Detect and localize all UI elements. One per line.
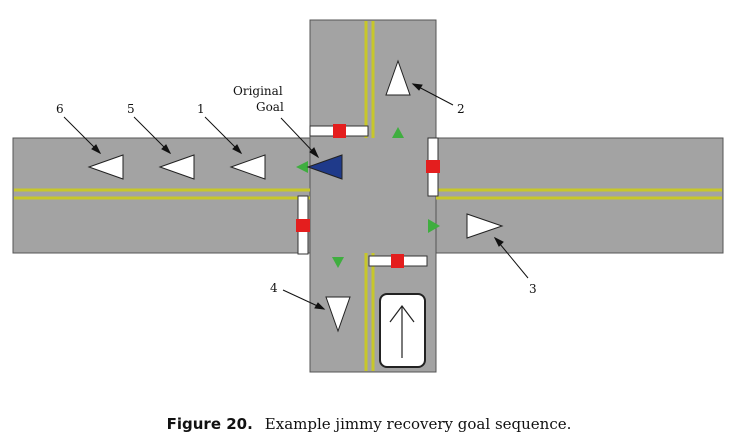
vehicle bbox=[379, 293, 426, 368]
label-goal-4: 4 bbox=[270, 281, 278, 295]
up-arrow-icon bbox=[389, 305, 415, 358]
leader-4-head bbox=[314, 302, 326, 310]
stop-bars bbox=[296, 124, 440, 268]
intersection-box bbox=[311, 139, 435, 252]
label-original-goal-line1: Original bbox=[233, 84, 283, 98]
goal-triangle-original bbox=[306, 154, 343, 180]
signal-north bbox=[333, 124, 346, 138]
leader-original-goal-head bbox=[309, 147, 320, 159]
figure-number: Figure 20. bbox=[166, 415, 253, 433]
label-goal-5: 5 bbox=[127, 102, 135, 116]
signal-west bbox=[296, 219, 310, 232]
roads bbox=[12, 19, 724, 373]
goal-triangle-4 bbox=[325, 296, 351, 333]
label-original-goal-line2: Goal bbox=[256, 100, 284, 114]
leader-1-head bbox=[232, 144, 243, 155]
goals bbox=[87, 59, 504, 333]
leader-lines bbox=[63, 83, 529, 310]
leader-3-head bbox=[493, 236, 504, 247]
green-marker-west bbox=[296, 161, 308, 173]
goal-triangle-1 bbox=[229, 154, 266, 180]
leader-6-head bbox=[91, 144, 102, 155]
center-lines bbox=[14, 21, 722, 371]
label-goal-6: 6 bbox=[56, 102, 64, 116]
labels: Original Goal 1 5 6 2 3 4 bbox=[56, 84, 537, 296]
figure-caption: Figure 20. Example jimmy recovery goal se… bbox=[0, 415, 738, 433]
leader-5-head bbox=[161, 144, 172, 155]
leader-2-head bbox=[411, 83, 423, 91]
green-marker-south bbox=[332, 257, 344, 268]
signal-south bbox=[391, 254, 404, 268]
figure-caption-text: Example jimmy recovery goal sequence. bbox=[264, 415, 572, 433]
green-marker-north bbox=[392, 127, 404, 138]
goal-triangle-2 bbox=[385, 59, 411, 96]
goal-triangle-6 bbox=[87, 154, 124, 180]
green-markers bbox=[296, 127, 440, 268]
signal-east bbox=[426, 160, 440, 173]
goal-triangle-5 bbox=[158, 154, 195, 180]
label-goal-1: 1 bbox=[197, 102, 205, 116]
goal-triangle-3 bbox=[466, 213, 504, 239]
green-marker-east bbox=[428, 219, 440, 233]
label-goal-3: 3 bbox=[529, 282, 537, 296]
label-goal-2: 2 bbox=[457, 102, 465, 116]
